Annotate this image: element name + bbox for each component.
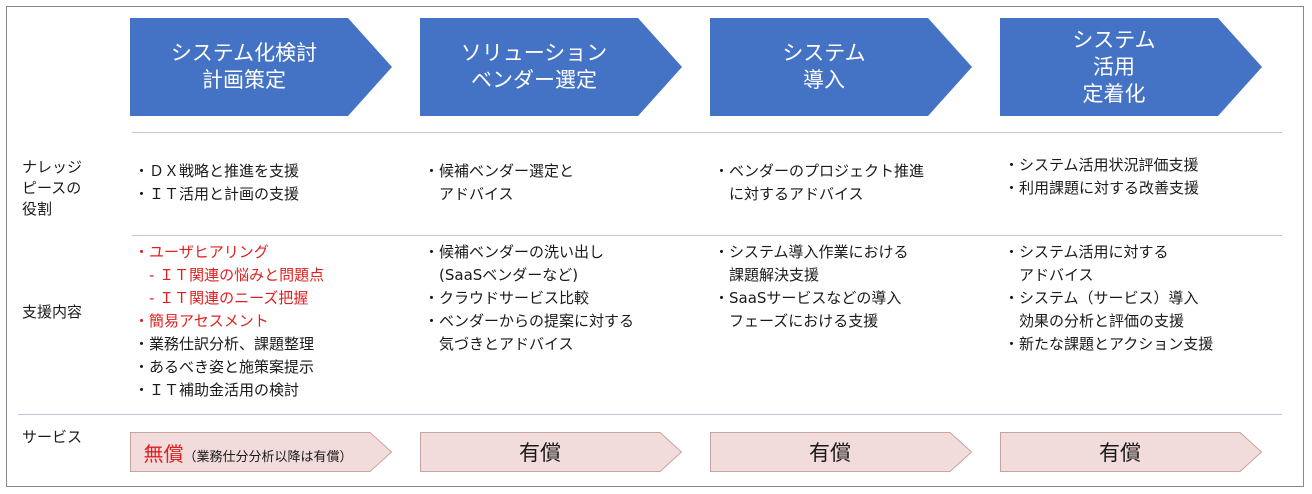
support-cell-3: ・システム導入作業における 課題解決支援 ・SaaSサービスなどの導入 フェーズ… — [714, 243, 909, 330]
service-label-4: 有償 — [1099, 441, 1141, 465]
service-arrow-shape — [1000, 432, 1262, 472]
free-note: （業務仕分分析以降は有償） — [183, 449, 353, 465]
highlight-line: ・簡易アセスメント — [134, 312, 269, 330]
highlight-line: - ＩＴ関連の悩みと問題点 — [134, 266, 325, 284]
stage-arrow-1: システム化検討計画策定 — [130, 18, 392, 116]
row-label-knowledge: ナレッジ ピースの 役割 — [22, 158, 83, 218]
row-separator — [18, 414, 1282, 415]
service-label-2: 有償 — [519, 441, 561, 465]
stage-arrow-2: ソリューションベンダー選定 — [420, 18, 682, 116]
service-label-1: 無償（業務仕分分析以降は有償） — [143, 438, 378, 467]
knowledge-cell-4: ・システム活用状況評価支援 ・利用課題に対する改善支援 — [1004, 156, 1200, 197]
chevron-arrow-shape — [420, 18, 682, 116]
stage-arrow-3: システム導入 — [710, 18, 972, 116]
highlight-line: - ＩＴ関連のニーズ把握 — [134, 289, 309, 307]
service-arrow-2: 有償 — [420, 432, 682, 472]
row-label-service: サービス — [22, 428, 83, 446]
stage-title-2: ソリューションベンダー選定 — [460, 41, 608, 92]
service-label-3: 有償 — [809, 441, 851, 465]
chevron-arrow-shape — [710, 18, 972, 116]
service-arrow-shape — [420, 432, 682, 472]
row-separator — [132, 235, 1282, 236]
service-arrow-shape — [710, 432, 972, 472]
row-separator — [132, 132, 1282, 133]
stage-arrow-4: システム活用定着化 — [1000, 18, 1262, 116]
free-label: 無償 — [143, 441, 184, 466]
highlight-line: ・ユーザヒアリング — [134, 243, 269, 261]
support-cell-2: ・候補ベンダーの洗い出し (SaaSベンダーなど) ・クラウドサービス比較 ・ベ… — [424, 243, 635, 353]
chevron-arrow-shape — [130, 18, 392, 116]
support-cell-1: ・ユーザヒアリング - ＩＴ関連の悩みと問題点 - ＩＴ関連のニーズ把握 ・簡易… — [134, 243, 325, 399]
service-arrow-shape — [130, 432, 392, 472]
diagram-frame — [6, 6, 1304, 487]
service-arrow-4: 有償 — [1000, 432, 1262, 472]
knowledge-cell-1: ・ＤＸ戦略と推進を支援 ・ＩＴ活用と計画の支援 — [134, 162, 300, 203]
stage-title-4: システム活用定着化 — [1072, 27, 1156, 106]
knowledge-cell-2: ・候補ベンダー選定と アドバイス — [424, 162, 575, 203]
knowledge-cell-3: ・ベンダーのプロジェクト推進 に対するアドバイス — [714, 162, 925, 203]
support-cell-4: ・システム活用に対する アドバイス ・システム（サービス）導入 効果の分析と評価… — [1004, 243, 1214, 353]
row-label-support: 支援内容 — [22, 303, 83, 321]
service-arrow-3: 有償 — [710, 432, 972, 472]
chevron-arrow-shape — [1000, 18, 1262, 116]
service-arrow-1: 無償（業務仕分分析以降は有償） — [130, 432, 392, 472]
stage-title-3: システム導入 — [782, 41, 866, 92]
stage-title-1: システム化検討計画策定 — [170, 41, 318, 92]
